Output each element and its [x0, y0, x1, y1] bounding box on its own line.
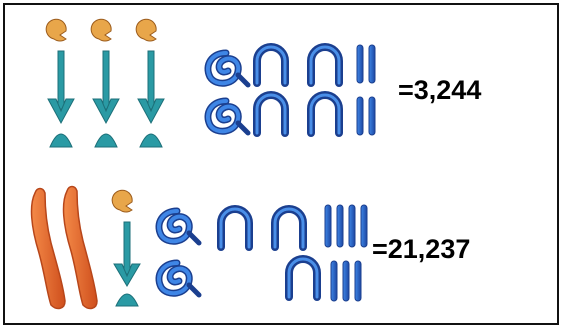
coil-hundred-icon: [159, 211, 199, 243]
finger-ten-thousand-icon: [32, 189, 65, 309]
stroke-one-icon: [361, 205, 367, 247]
finger-ten-thousand-icon: [64, 187, 97, 309]
stroke-one-icon: [357, 45, 363, 83]
row-2-value: =21,237: [372, 234, 470, 265]
stroke-one-icon: [337, 205, 343, 247]
lotus-thousand-icon: [136, 19, 164, 147]
stroke-one-icon: [331, 261, 337, 301]
hieroglyph-canvas: [5, 5, 561, 327]
lotus-thousand-icon: [46, 19, 74, 147]
coil-hundred-icon: [159, 263, 199, 295]
stroke-one-icon: [343, 261, 349, 301]
stroke-one-icon: [349, 205, 355, 247]
lotus-thousand-icon: [91, 19, 119, 147]
lotus-thousand-icon: [112, 190, 140, 306]
row-1-numeral: [46, 19, 375, 147]
stroke-one-icon: [369, 45, 375, 83]
stroke-one-icon: [325, 205, 331, 247]
stroke-one-icon: [357, 97, 363, 135]
stroke-one-icon: [355, 261, 361, 301]
row-1-value: =3,244: [398, 75, 481, 106]
row-2-numeral: [32, 187, 367, 309]
numeral-frame: =3,244 =21,237: [3, 3, 559, 325]
stroke-one-icon: [369, 97, 375, 135]
coil-hundred-icon: [208, 101, 248, 133]
coil-hundred-icon: [208, 53, 248, 85]
